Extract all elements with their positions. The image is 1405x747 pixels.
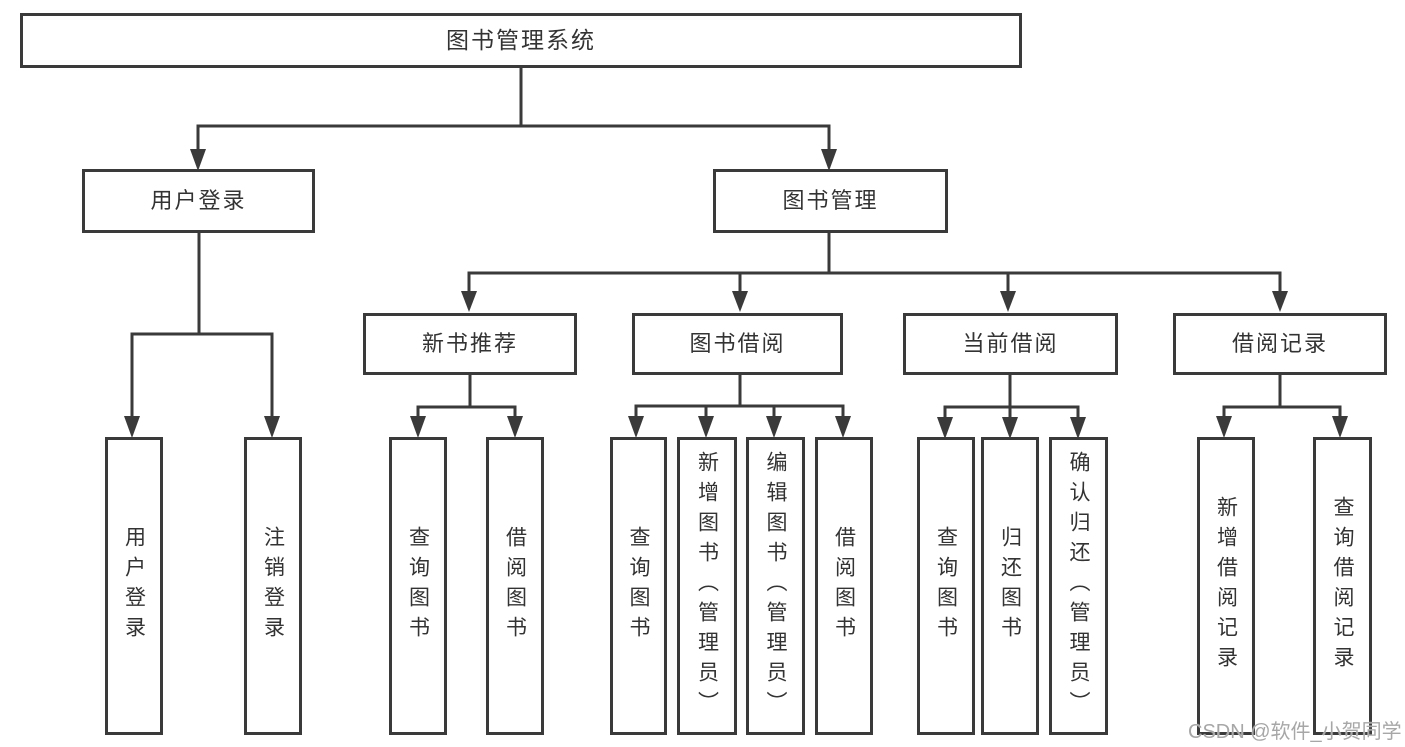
node-leaf-confirm-return-admin: 确认归还（管理员）: [1049, 437, 1108, 735]
node-book-management: 图书管理: [713, 169, 948, 233]
node-label: 借阅图书: [832, 526, 856, 646]
node-leaf-query-books-3: 查询图书: [917, 437, 975, 735]
node-current-borrowing: 当前借阅: [903, 313, 1118, 375]
node-label: 编辑图书（管理员）: [764, 451, 787, 721]
node-leaf-query-borrow-record: 查询借阅记录: [1313, 437, 1372, 735]
node-user-login: 用户登录: [82, 169, 315, 233]
node-label: 归还图书: [998, 526, 1022, 646]
node-label: 借阅图书: [503, 526, 527, 646]
node-label: 用户登录: [122, 526, 146, 646]
node-leaf-edit-book-admin: 编辑图书（管理员）: [746, 437, 805, 735]
node-label: 查询借阅记录: [1331, 496, 1354, 676]
node-leaf-borrow-books-2: 借阅图书: [815, 437, 873, 735]
node-new-book-recommendation: 新书推荐: [363, 313, 577, 375]
node-label: 注销登录: [261, 526, 285, 646]
node-label: 查询图书: [406, 526, 430, 646]
node-leaf-query-books-2: 查询图书: [610, 437, 667, 735]
node-borrowing-records: 借阅记录: [1173, 313, 1387, 375]
node-label: 查询图书: [934, 526, 958, 646]
csdn-watermark: CSDN @软件_小贺同学: [1188, 721, 1402, 743]
node-library-management-system: 图书管理系统: [20, 13, 1022, 68]
node-label: 新增图书（管理员）: [695, 451, 719, 721]
node-leaf-add-book-admin: 新增图书（管理员）: [677, 437, 737, 735]
node-leaf-add-borrow-record: 新增借阅记录: [1197, 437, 1255, 735]
node-leaf-logout: 注销登录: [244, 437, 302, 735]
node-label: 新增借阅记录: [1214, 496, 1238, 676]
node-leaf-return-books: 归还图书: [981, 437, 1039, 735]
node-book-borrowing: 图书借阅: [632, 313, 843, 375]
node-leaf-query-books-1: 查询图书: [389, 437, 447, 735]
arrowheads: [124, 149, 1348, 439]
node-leaf-borrow-books-1: 借阅图书: [486, 437, 544, 735]
node-leaf-user-login: 用户登录: [105, 437, 163, 735]
node-label: 查询图书: [627, 526, 650, 646]
node-label: 确认归还（管理员）: [1067, 451, 1090, 721]
